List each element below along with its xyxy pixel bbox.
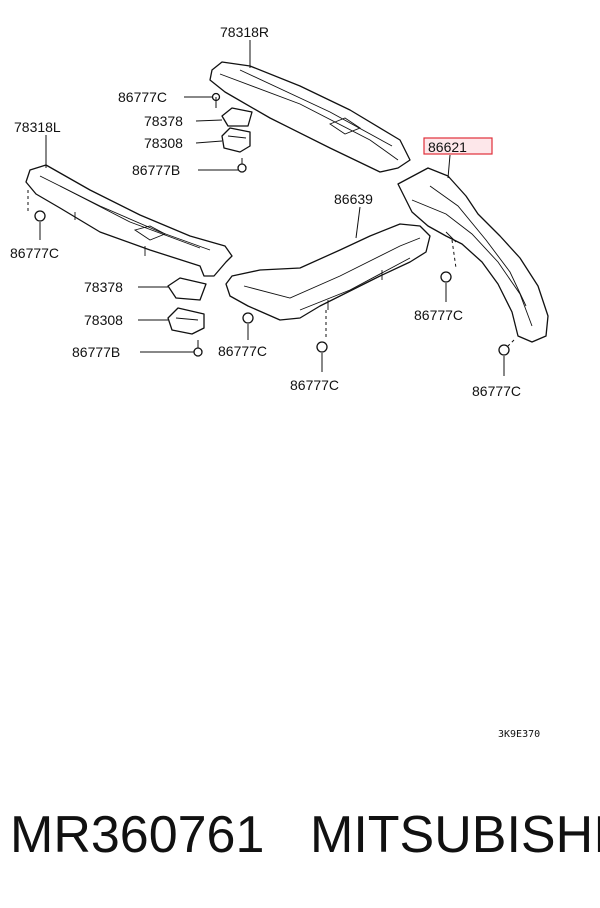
label-bracket-upper: 78308 [144,135,183,151]
parts-diagram: 78318R 78318L 78378 78308 86777C 86777B [10,24,549,740]
label-screw-upper: 86777B [132,162,180,178]
bracket-upper [221,127,251,153]
brand-name: MITSUBISHI [310,806,600,864]
part-number: MR360761 [10,806,265,864]
clip-left [27,190,46,222]
pad-upper [221,107,253,127]
clip-rear-left [242,312,254,324]
label-clip-left: 86777C [10,245,59,261]
label-rear-trim: 86639 [334,191,373,207]
label-pad-lower: 78378 [84,279,123,295]
label-clip-side-mid: 86777C [414,307,463,323]
clip-upper [211,92,221,108]
screw-upper [237,158,247,173]
label-clip-rear-center: 86777C [290,377,339,393]
clip-side-lower [498,339,515,356]
rear-side-trim [397,167,549,343]
pad-lower [167,277,207,301]
label-rear-side-trim: 86621 [428,139,467,155]
label-roof-rail-right: 78318R [220,24,269,40]
label-clip-side-lower: 86777C [472,383,521,399]
footer: MR360761 MITSUBISHI [10,800,600,870]
screw-lower [193,340,203,357]
bracket-lower [167,307,205,335]
clip-rear-center [316,310,328,353]
rear-trim [225,223,431,321]
roof-rail-right [209,61,411,173]
roof-rail-left [25,164,233,277]
label-screw-lower: 86777B [72,344,120,360]
highlight-box [423,137,493,155]
label-pad-upper: 78378 [144,113,183,129]
diagram-code: 3K9E370 [498,729,540,740]
clip-side-mid [440,239,457,283]
label-bracket-lower: 78308 [84,312,123,328]
label-clip-rear-left: 86777C [218,343,267,359]
label-roof-rail-left: 78318L [14,119,61,135]
label-clip-upper: 86777C [118,89,167,105]
